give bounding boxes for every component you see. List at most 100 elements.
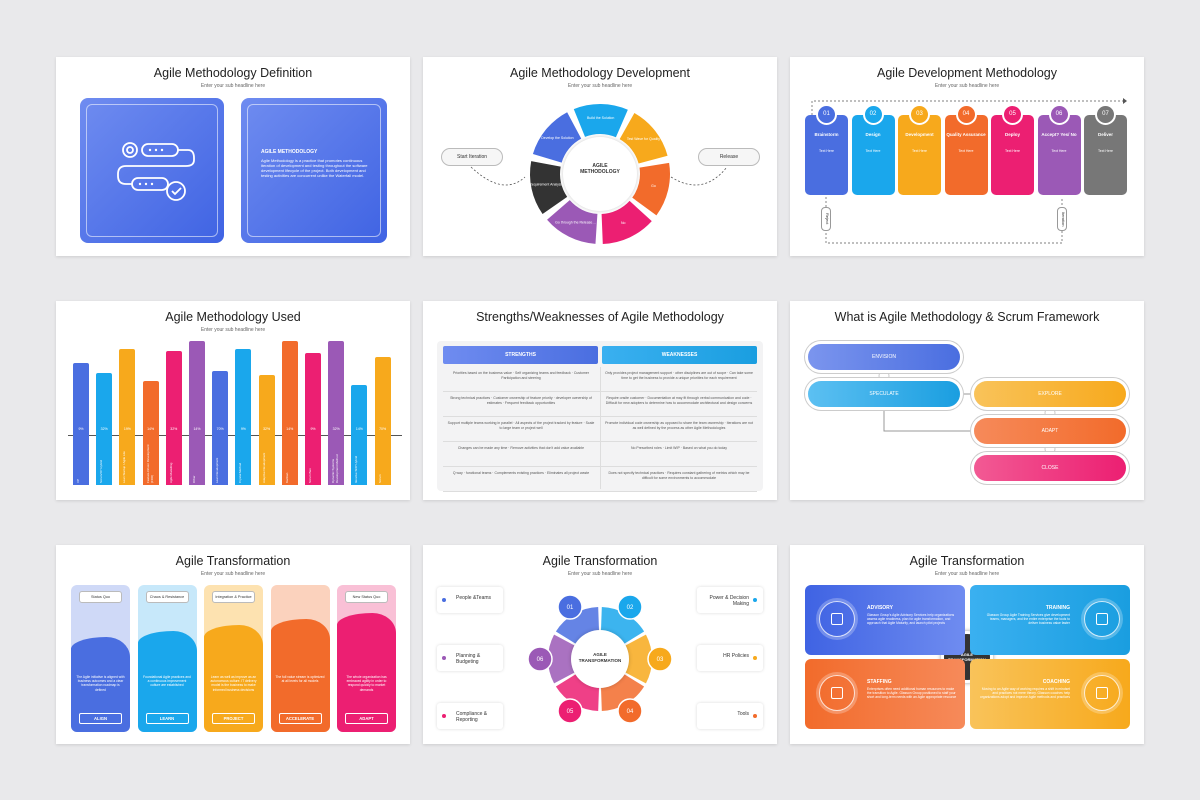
bar (281, 341, 298, 485)
center-label: AGILE METHODOLOGY (580, 163, 620, 175)
slide-subtitle: Enter your sub headline here (934, 83, 1000, 89)
slide-scrum-framework[interactable]: What is Agile Methodology & Scrum Framew… (790, 301, 1144, 500)
left-item-dot (442, 714, 446, 718)
slide-subtitle: Enter your sub headline here (567, 571, 633, 577)
step-number-badge: 06 (1048, 104, 1070, 125)
stage-button[interactable]: ADAPT (345, 713, 388, 724)
slide-strengths-weaknesses[interactable]: Strengths/Weaknesses of Agile Methodolog… (423, 301, 777, 500)
stage-button[interactable]: PROJECT (212, 713, 255, 724)
stage-button[interactable]: ALIGN (79, 713, 122, 724)
cycle-segment (530, 161, 568, 215)
bar-percent: 14% (147, 427, 155, 431)
service-title: ADVISORY (867, 605, 893, 611)
step-number-badge: 07 (1095, 104, 1116, 125)
wheel-segment (548, 634, 576, 684)
wheel-node (527, 646, 553, 672)
left-item-label: People &Teams (456, 595, 492, 601)
step-number-badge: 01 (816, 104, 837, 125)
left-item-dot (442, 656, 446, 660)
wheel-node (617, 594, 643, 620)
definition-card: AGILE METHODOLOGY Agile Methodology is a… (241, 98, 387, 243)
step-text: Text Here (865, 149, 881, 153)
bar-percent: 70% (216, 427, 224, 431)
bar-percent: 14% (286, 427, 294, 431)
right-item-label: HR Policies (723, 653, 749, 659)
weakness-cell: Does not specify technical practices · R… (608, 471, 750, 480)
left-item-label: Planning & Budgeting (456, 653, 481, 665)
stage-close: CLOSE (974, 455, 1126, 481)
weakness-cell: Promote individual code ownership as opp… (605, 421, 753, 430)
wheel-node-number: 01 (567, 605, 574, 611)
bar-label: Crystal Method (238, 462, 243, 483)
service-text: Glasson Group Agile Training Services gi… (986, 613, 1070, 626)
cycle-segment (532, 112, 582, 163)
left-item-box (437, 587, 503, 613)
bar-label: Adaptive Development (261, 452, 266, 483)
slide-title: Agile Transformation (175, 554, 291, 568)
cycle-segment (619, 113, 668, 164)
bar (73, 363, 89, 485)
wheel-node-number: 05 (567, 709, 574, 715)
slide-title: Agile Methodology Definition (153, 66, 313, 80)
service-icon-glyph (1096, 687, 1108, 699)
bar (142, 381, 159, 485)
segment-label: Build the Solution (587, 116, 614, 120)
segment-label: Go (651, 184, 656, 188)
service-icon (1084, 675, 1120, 711)
service-title: TRAINING (1045, 605, 1070, 611)
bar-label: Feature-Driven Development (FDD) (145, 444, 154, 483)
stage-button[interactable]: LEARN (145, 713, 189, 724)
wheel-center (571, 630, 629, 688)
left-item-label: Compliance & Reporting (456, 711, 488, 723)
step-card (944, 115, 988, 195)
stage-column (204, 585, 263, 732)
bar-percent: 14% (355, 427, 363, 431)
start-iteration-pill: Start Iteration (441, 148, 503, 166)
slide-title: Agile Development Methodology (877, 66, 1057, 80)
step-card (805, 115, 848, 195)
stage-column (137, 585, 197, 732)
step-number-badge: 05 (1002, 104, 1023, 125)
bar-label: Dynamic Systems Development Method (331, 454, 340, 483)
service-icon-glyph (831, 687, 843, 699)
stage-text: Learn as well as improve as an autonomou… (210, 675, 257, 692)
step-card (1037, 115, 1081, 195)
left-item-box (437, 645, 503, 671)
right-item-dot (753, 598, 757, 602)
stage-top-label: Status Quo (79, 591, 122, 603)
service-text: Enterprises often need additional human … (867, 687, 957, 700)
strength-cell: Q way · functional teams · Complements e… (452, 471, 590, 475)
cycle-segment (547, 200, 598, 244)
stage-text: The full value stream is optimized at al… (275, 675, 325, 684)
wheel-node-number: 06 (537, 657, 544, 663)
slide-transformation-columns[interactable]: Agile Transformation Enter your sub head… (56, 545, 410, 744)
segment-label: Go through the Release… (555, 220, 596, 224)
bar-label: Scrum/XP Hybrid (99, 460, 104, 483)
slide-transformation-wheel[interactable]: Agile Transformation Enter your sub head… (423, 545, 777, 744)
stage-top-label: Integration & Practice (212, 591, 255, 603)
slide-development[interactable]: Agile Methodology Development Enter your… (423, 57, 777, 256)
slide-methodology-used[interactable]: Agile Methodology Used Enter your sub he… (56, 301, 410, 500)
bar-label: Lean Startup / Agile Lite (122, 451, 127, 483)
slide-dev-methodology[interactable]: Agile Development Methodology Enter your… (790, 57, 1144, 256)
bar-percent: 9% (78, 427, 84, 431)
slide-subtitle: Enter your sub headline here (200, 327, 266, 333)
weakness-cell: Only provides project management support… (605, 371, 753, 380)
bar (165, 351, 182, 485)
slide-transformation-services[interactable]: Agile Transformation Enter your sub head… (790, 545, 1144, 744)
service-icon-glyph (1096, 613, 1108, 625)
bar-percent: 32% (170, 427, 178, 431)
stage-fill (137, 631, 197, 732)
bar-label: Other (192, 475, 196, 483)
step-text: Text Here (958, 149, 974, 153)
step-label: Quality Assurance (946, 132, 986, 137)
step-number-badge: 02 (862, 104, 884, 125)
bar (119, 349, 136, 485)
step-number-badge: 04 (955, 104, 977, 125)
stage-explore: EXPLORE (974, 381, 1126, 407)
stage-text: The whole organization has embraced agil… (346, 675, 387, 692)
stage-button[interactable]: ACCELERATE (278, 713, 322, 724)
slide-definition[interactable]: Agile Methodology Definition Enter your … (56, 57, 410, 256)
bar-label: Iterative SDP Hybrid (354, 455, 359, 483)
